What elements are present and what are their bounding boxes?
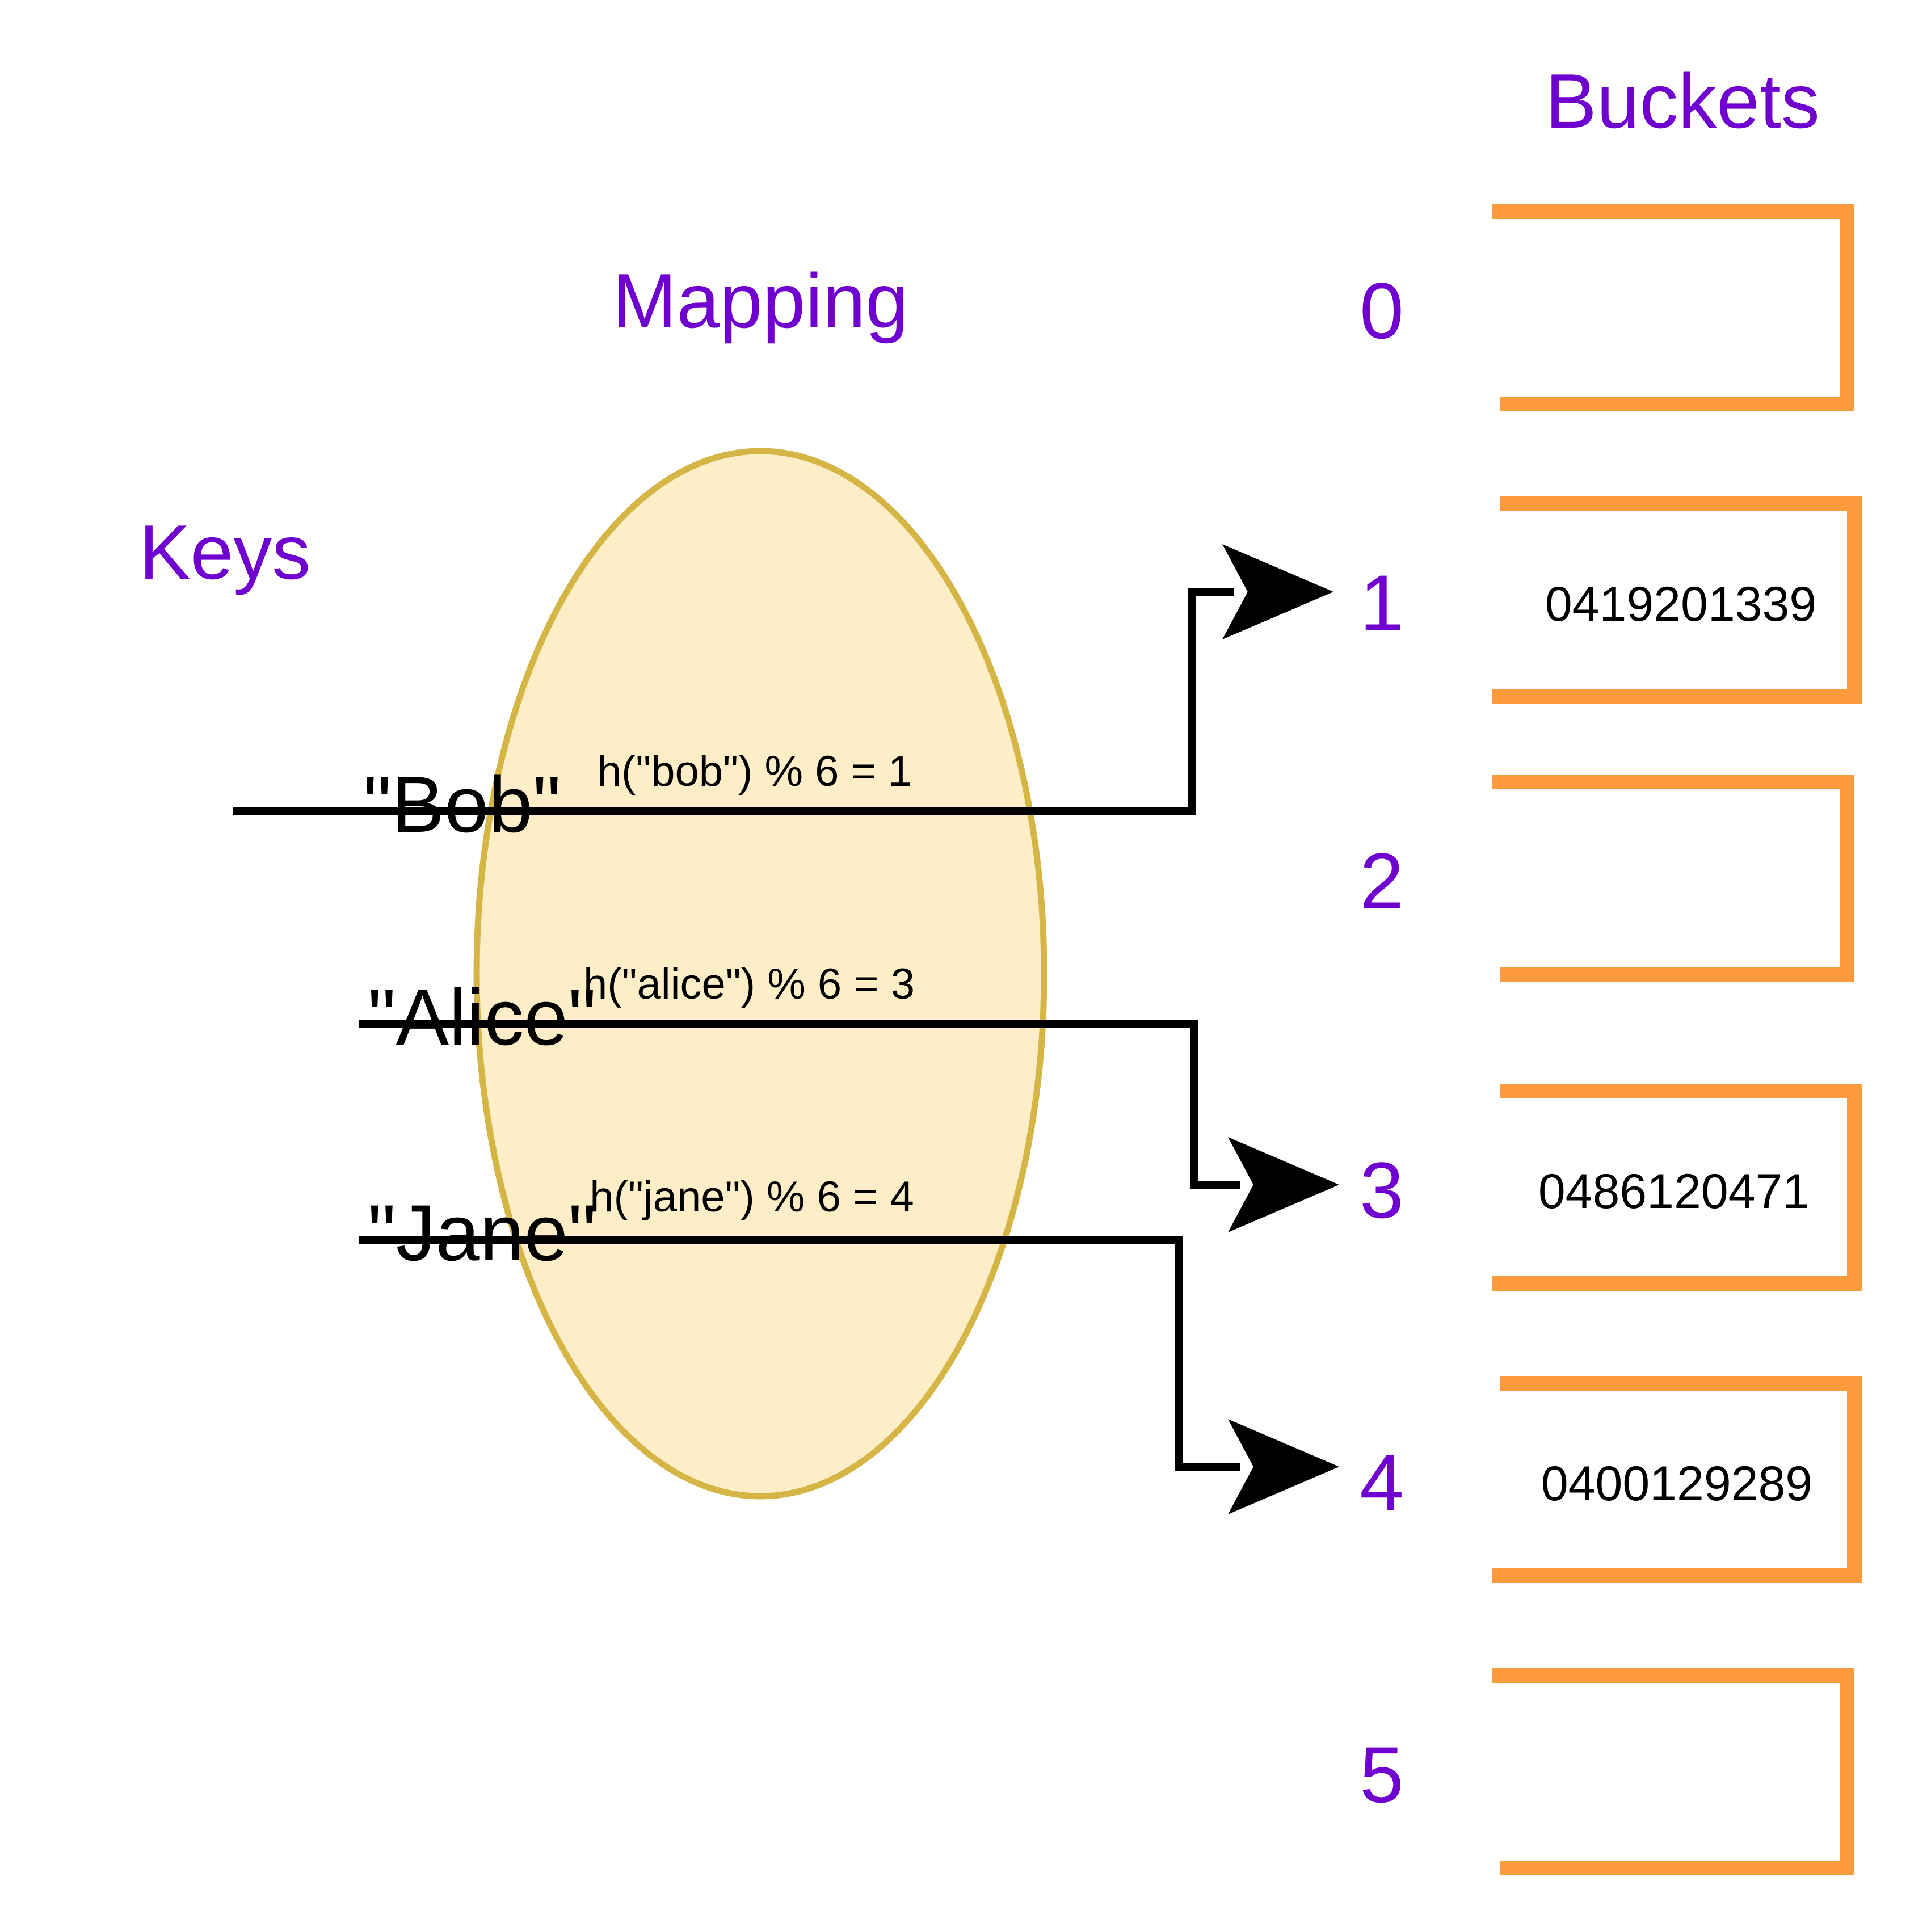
bucket-index-5: 5 <box>1360 1730 1404 1819</box>
bucket-value-4: 0400129289 <box>1541 1457 1813 1511</box>
bucket-box-0 <box>1492 204 1854 411</box>
bucket-index-2: 2 <box>1360 836 1404 925</box>
connector-alice <box>359 1020 1339 1232</box>
bucket-box-2 <box>1492 775 1854 982</box>
mapping-title: Mapping <box>612 258 908 344</box>
buckets-title: Buckets <box>1545 58 1820 144</box>
bucket-box-3 <box>1492 1084 1862 1291</box>
mapping-expression-jane: h("jane") % 6 = 4 <box>590 1173 914 1221</box>
connector-bob <box>233 544 1333 815</box>
bucket-index-3: 3 <box>1360 1146 1404 1235</box>
bucket-index-4: 4 <box>1360 1438 1404 1527</box>
mapping-expression-bob: h("bob") % 6 = 1 <box>597 747 912 795</box>
connector-jane <box>359 1236 1339 1514</box>
keys-title: Keys <box>139 509 311 595</box>
mapping-expression-alice: h("alice") % 6 = 3 <box>583 960 915 1008</box>
bucket-value-1: 0419201339 <box>1545 577 1817 632</box>
bucket-boxes <box>1492 204 1862 1875</box>
bucket-box-1 <box>1492 496 1862 704</box>
bucket-box-4 <box>1492 1376 1862 1583</box>
bucket-index-1: 1 <box>1360 558 1404 647</box>
bucket-box-5 <box>1492 1668 1854 1875</box>
bucket-index-0: 0 <box>1360 266 1404 355</box>
bucket-value-3: 0486120471 <box>1538 1164 1810 1219</box>
mapping-ellipse <box>473 448 1047 1500</box>
